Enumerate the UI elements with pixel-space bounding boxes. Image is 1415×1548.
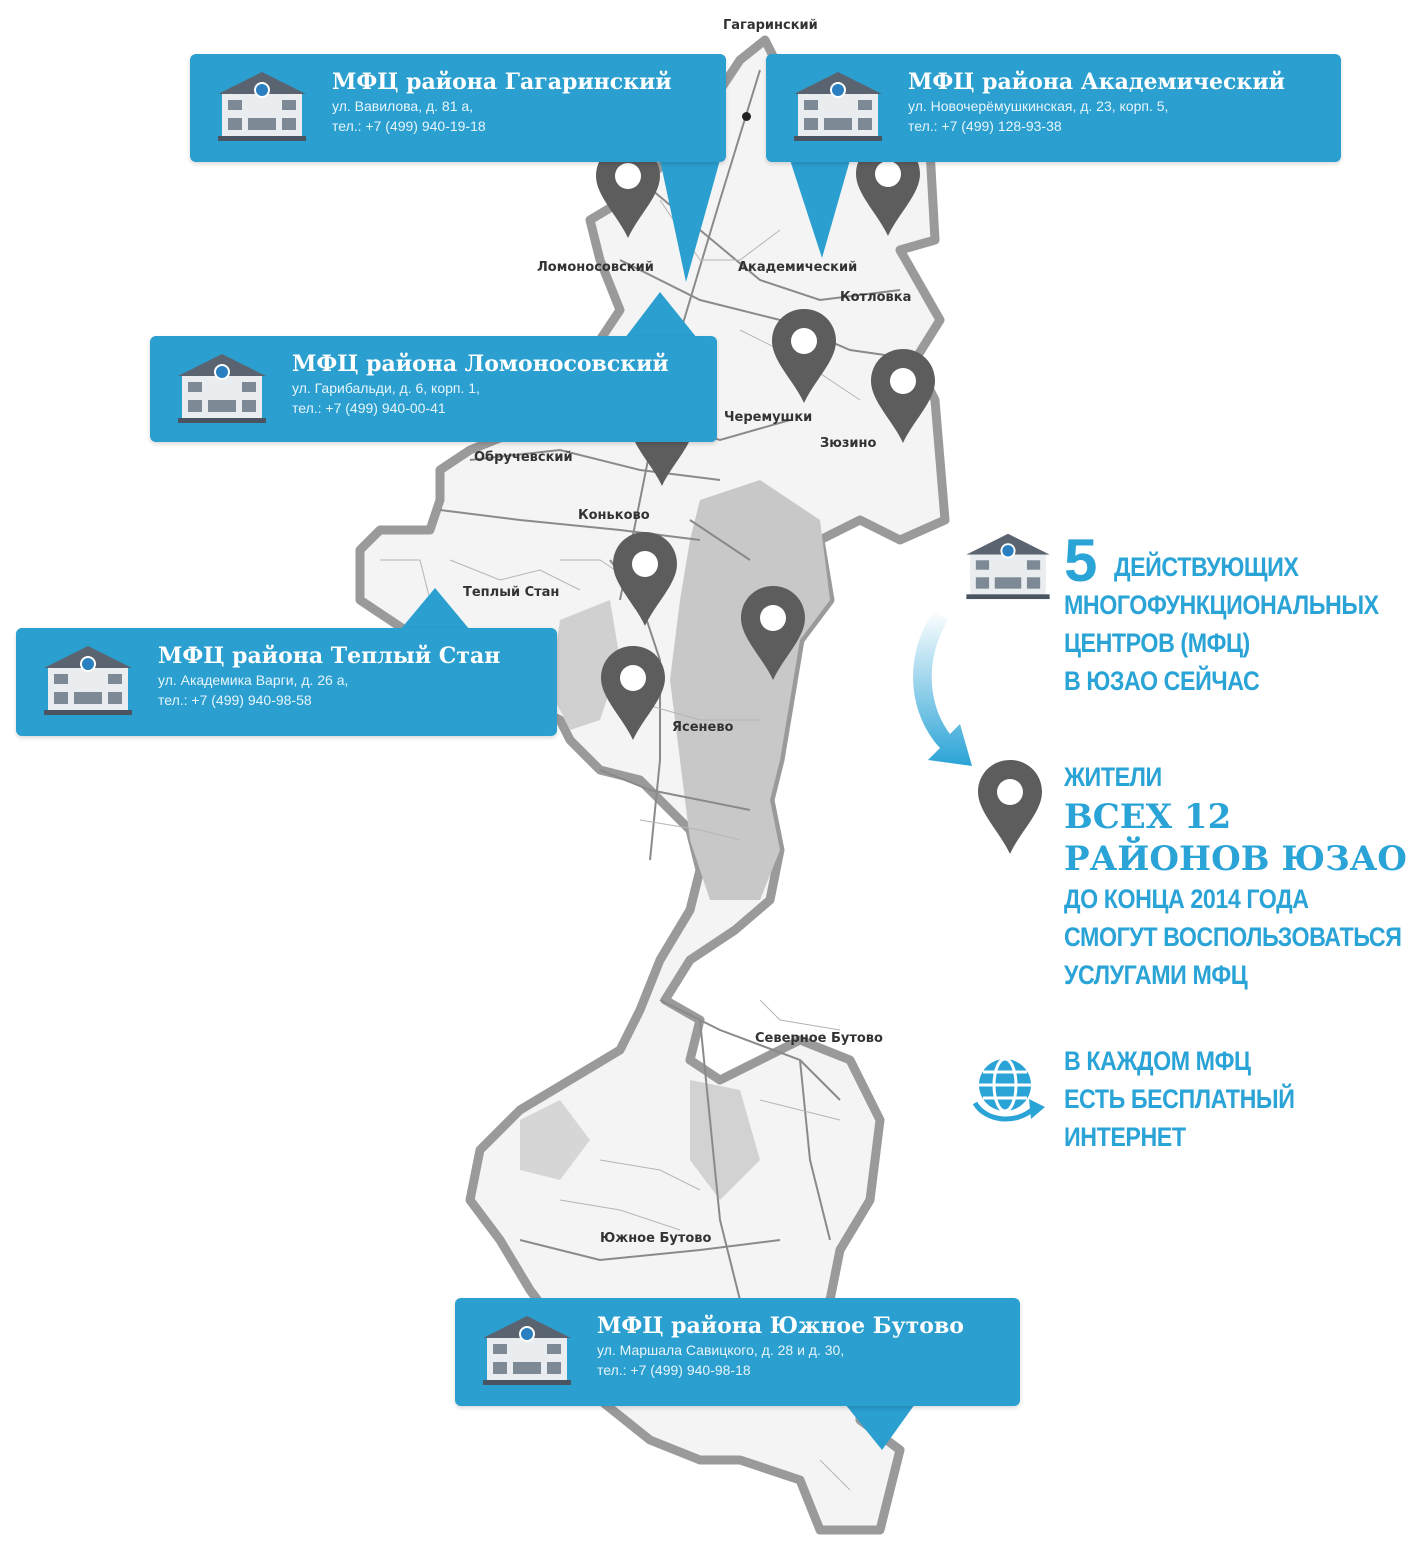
callout-phone: тел.: +7 (499) 940-00-41 [292, 400, 446, 416]
callout-address: ул. Академика Варги, д. 26 а, [158, 672, 349, 688]
callout-pointer [400, 588, 470, 630]
mfc-callout-lomonosovsky[interactable]: МФЦ района Ломоносовский ул. Гарибальди,… [150, 336, 717, 442]
info-text: ЕСТЬ БЕСПЛАТНЫЙ [1064, 1084, 1295, 1114]
mfc-callout-tyoply-stan[interactable]: МФЦ района Теплый Стан ул. Академика Вар… [16, 628, 557, 736]
bitsevsky-park [670, 480, 830, 900]
info-text: ИНТЕРНЕТ [1064, 1122, 1186, 1152]
building-icon [218, 72, 306, 141]
callout-title: МФЦ района Южное Бутово [597, 1313, 964, 1339]
globe-icon [972, 1057, 1045, 1122]
info-text: ЖИТЕЛИ [1064, 762, 1162, 792]
callout-phone: тел.: +7 (499) 940-98-58 [158, 692, 312, 708]
info-text: ЦЕНТРОВ (МФЦ) [1064, 628, 1250, 658]
callout-pointer [625, 292, 697, 338]
info-text: ДЕЙСТВУЮЩИХ [1113, 552, 1299, 582]
mfc-callout-yuzhnoye-butovo[interactable]: МФЦ района Южное Бутово ул. Маршала Сави… [455, 1298, 1020, 1406]
building-icon [794, 72, 882, 141]
district-label: Южное Бутово [600, 1231, 712, 1246]
info-text: В ЮЗАО СЕЙЧАС [1064, 666, 1260, 696]
callout-title: МФЦ района Ломоносовский [292, 351, 669, 377]
callout-title: МФЦ района Академический [908, 69, 1285, 95]
building-icon [44, 646, 132, 715]
info-text: ДО КОНЦА 2014 ГОДА [1064, 884, 1309, 914]
callout-pointer [660, 160, 720, 282]
curved-arrow-icon [913, 610, 972, 766]
info-text: МНОГОФУНКЦИОНАЛЬНЫХ [1064, 590, 1379, 620]
info-text: СМОГУТ ВОСПОЛЬЗОВАТЬСЯ [1064, 922, 1402, 952]
district-label: Обручевский [474, 450, 573, 465]
info-emphasis: РАЙОНОВ ЮЗАО [1064, 839, 1407, 879]
callout-phone: тел.: +7 (499) 940-19-18 [332, 118, 486, 134]
callout-pointer [845, 1404, 915, 1450]
building-icon [966, 533, 1050, 600]
callout-address: ул. Гарибальди, д. 6, корп. 1, [292, 380, 480, 396]
district-label: Коньково [578, 508, 650, 523]
south-park [520, 1100, 590, 1180]
mfc-callout-akademichesky[interactable]: МФЦ района Академический ул. Новочерёмуш… [766, 54, 1341, 162]
district-label: Котловка [840, 290, 912, 305]
info-text: В КАЖДОМ МФЦ [1064, 1046, 1251, 1076]
map-pin-icon [978, 760, 1042, 854]
district-label: Академический [738, 260, 858, 275]
callout-phone: тел.: +7 (499) 940-98-18 [597, 1362, 751, 1378]
district-label: Зюзино [820, 436, 877, 451]
building-icon [178, 354, 266, 423]
callout-phone: тел.: +7 (499) 128-93-38 [908, 118, 1062, 134]
callout-title: МФЦ района Теплый Стан [158, 643, 501, 669]
gagarinsky-marker-dot [742, 112, 751, 121]
district-label: Ломоносовский [537, 260, 654, 275]
district-label: Гагаринский [723, 18, 818, 33]
building-icon [483, 1316, 571, 1385]
district-label: Черемушки [724, 410, 813, 425]
mfc-count-block: 5 ДЕЙСТВУЮЩИХ МНОГОФУНКЦИОНАЛЬНЫХ ЦЕНТРО… [1064, 531, 1415, 700]
info-emphasis: ВСЕХ 12 [1064, 797, 1232, 837]
teply-stan-park [550, 600, 620, 730]
callout-address: ул. Вавилова, д. 81 а, [332, 98, 474, 114]
info-text: УСЛУГАМИ МФЦ [1064, 960, 1248, 990]
callout-title: МФЦ района Гагаринский [332, 69, 672, 95]
mfc-callout-gagarinsky[interactable]: МФЦ района Гагаринский ул. Вавилова, д. … [190, 54, 726, 162]
callout-pointer [790, 160, 850, 258]
residents-block: ЖИТЕЛИ ВСЕХ 12 РАЙОНОВ ЮЗАО ДО КОНЦА 201… [1064, 758, 1415, 994]
callout-address: ул. Маршала Савицкого, д. 28 и д. 30, [597, 1342, 845, 1358]
mfc-count: 5 [1064, 527, 1098, 594]
internet-block: В КАЖДОМ МФЦ ЕСТЬ БЕСПЛАТНЫЙ ИНТЕРНЕТ [1064, 1042, 1332, 1156]
district-label: Теплый Стан [463, 585, 560, 600]
district-label: Северное Бутово [755, 1031, 883, 1046]
callout-address: ул. Новочерёмушкинская, д. 23, корп. 5, [908, 98, 1169, 114]
district-label: Ясенево [672, 720, 734, 735]
butovo-park [690, 1080, 760, 1200]
